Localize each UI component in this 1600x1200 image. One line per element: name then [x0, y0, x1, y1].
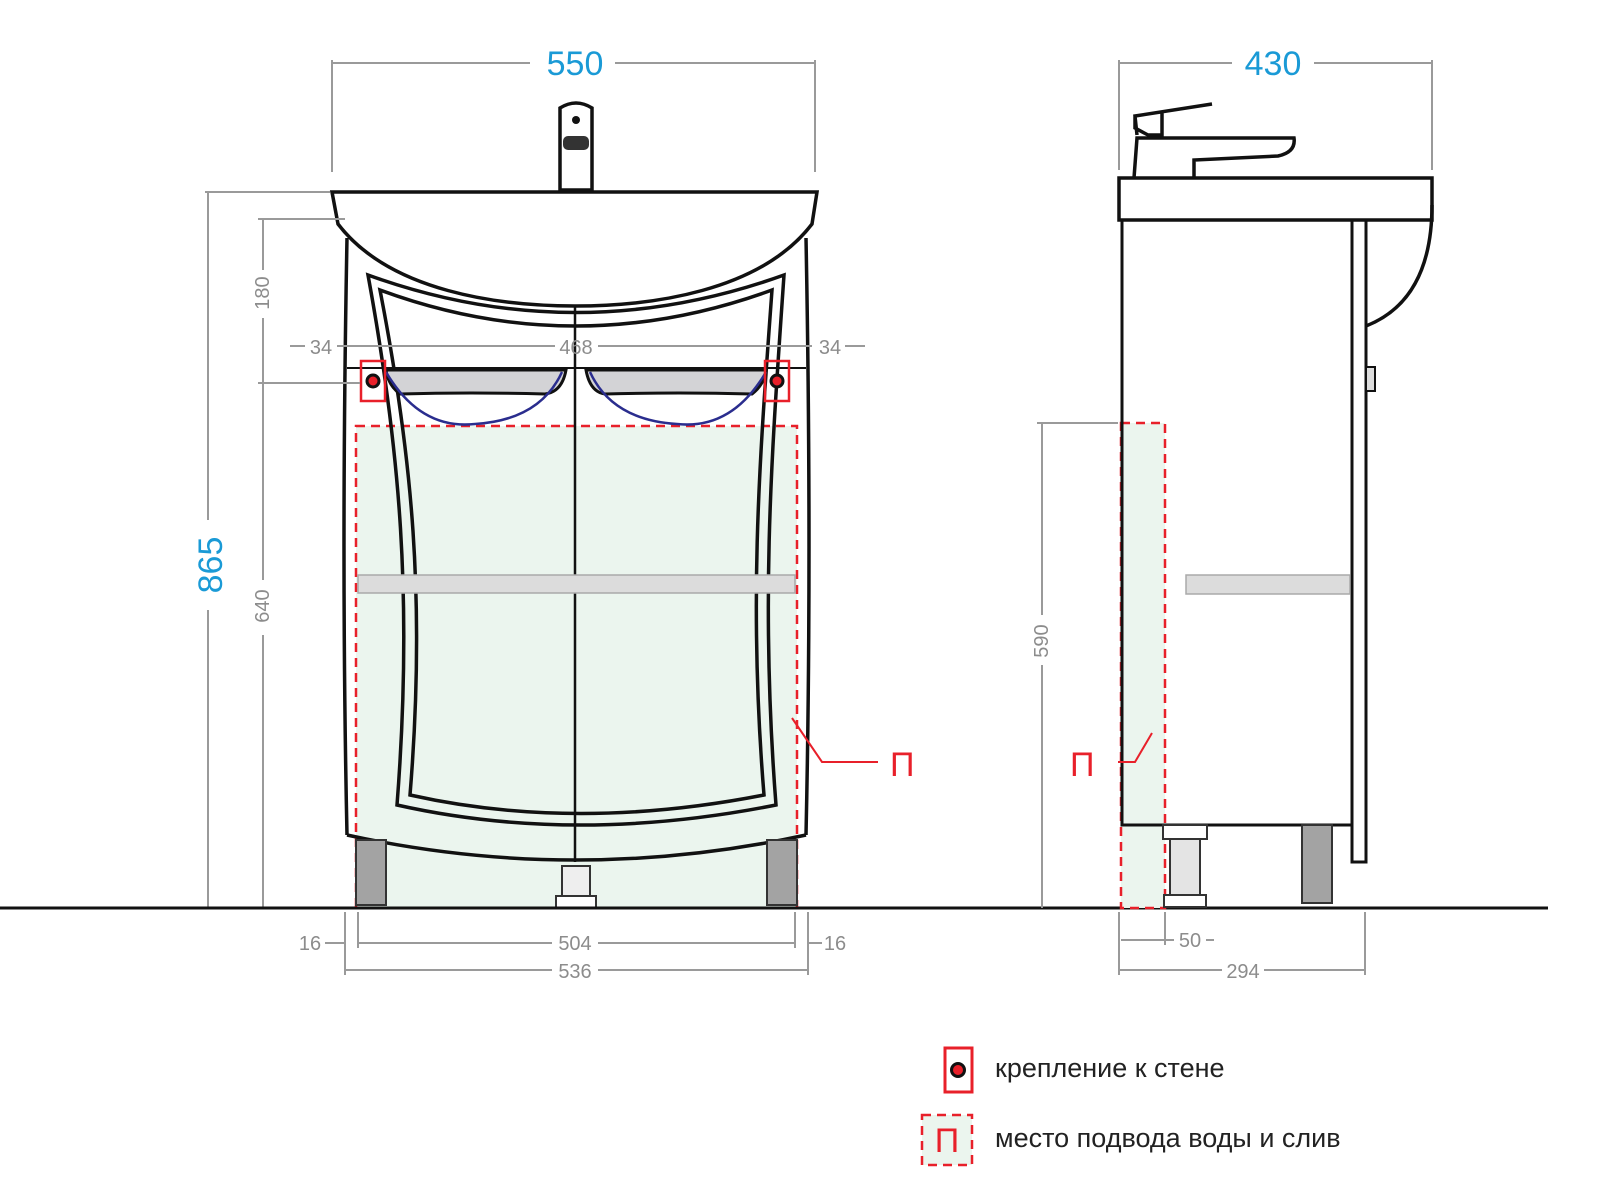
wall-mount-dot-right	[769, 373, 785, 389]
door-frame-outer	[365, 272, 786, 827]
door-edge	[1350, 218, 1368, 864]
wall-mount-marker-left	[359, 359, 387, 403]
leg-center	[561, 865, 591, 897]
plumbing-leader-side	[1118, 732, 1153, 763]
dim-plumbing-depth: 50	[1179, 930, 1201, 952]
plumbing-leader-front	[791, 717, 878, 763]
dim-cabinet-depth: 294	[1226, 961, 1259, 983]
door-handle-left	[384, 368, 568, 396]
front-view: П 550 865 180 640 34 468	[192, 45, 914, 983]
legend-item-plumbing: П место подвода воды и слив	[920, 1113, 1341, 1167]
leg-center-foot	[555, 895, 597, 909]
legend-label: место подвода воды и слив	[995, 1123, 1341, 1153]
legend-item-wall-mount: крепление к стене	[943, 1046, 1225, 1094]
dim-height-bottom: 640	[252, 589, 274, 622]
front-dimensions: 550 865 180 640 34 468 34	[192, 45, 865, 983]
countertop-side	[1117, 176, 1434, 222]
dim-mount-left: 34	[310, 337, 332, 359]
faucet-spout	[563, 136, 589, 150]
leg-side-front	[1301, 824, 1333, 904]
dim-mount-spacing: 468	[559, 337, 592, 359]
leg-side-back	[1169, 838, 1201, 896]
legend: крепление к стене П место подвода воды и…	[920, 1046, 1341, 1167]
leg-right	[766, 839, 798, 906]
handle-grip-left	[384, 371, 564, 426]
leg-side-back-top	[1162, 824, 1208, 840]
shelf-front	[357, 574, 796, 594]
legend-label: крепление к стене	[995, 1053, 1225, 1083]
dim-leg-right: 16	[824, 933, 846, 955]
legend-marker: П	[935, 1122, 959, 1160]
leg-left	[355, 839, 387, 906]
basin-front	[329, 190, 820, 308]
dim-cabinet-width: 536	[558, 961, 591, 983]
faucet-side	[1132, 136, 1296, 179]
door-knob-side	[1365, 366, 1376, 392]
cabinet-right-side	[804, 237, 811, 836]
plumbing-marker-side: П	[1070, 746, 1094, 784]
dim-height-top: 180	[252, 276, 274, 309]
side-view: П 430 590 50 294	[1031, 45, 1434, 983]
plumbing-zone-icon	[920, 1113, 974, 1167]
wall-mount-marker-right	[763, 359, 791, 403]
cabinet-bottom	[346, 833, 807, 862]
faucet-lever-dot	[572, 116, 580, 124]
cabinet-left-side	[342, 237, 349, 836]
wall-mount-dot-left	[365, 373, 381, 389]
side-dimensions: 430 590 50 294	[1031, 45, 1433, 983]
wall-mount-icon	[943, 1046, 974, 1094]
dim-depth-total: 430	[1245, 45, 1302, 83]
dim-width-total: 550	[547, 45, 604, 83]
dim-mount-right: 34	[819, 337, 841, 359]
basin-bowl-side	[1365, 204, 1434, 328]
door-frame-inner	[377, 287, 774, 816]
plumbing-zone-side	[1119, 421, 1167, 910]
door-handle-right	[584, 368, 768, 396]
shelf-side	[1185, 574, 1351, 595]
leg-side-back-foot	[1163, 894, 1207, 908]
dim-leg-spacing: 504	[558, 933, 591, 955]
dim-plumbing-height: 590	[1031, 624, 1053, 657]
handle-grip-right	[588, 371, 768, 426]
faucet-lever-side	[1133, 102, 1213, 137]
dim-height-total: 865	[192, 537, 230, 594]
plumbing-zone-front	[354, 424, 799, 910]
plumbing-marker-front: П	[890, 746, 914, 784]
dim-leg-left: 16	[299, 933, 321, 955]
